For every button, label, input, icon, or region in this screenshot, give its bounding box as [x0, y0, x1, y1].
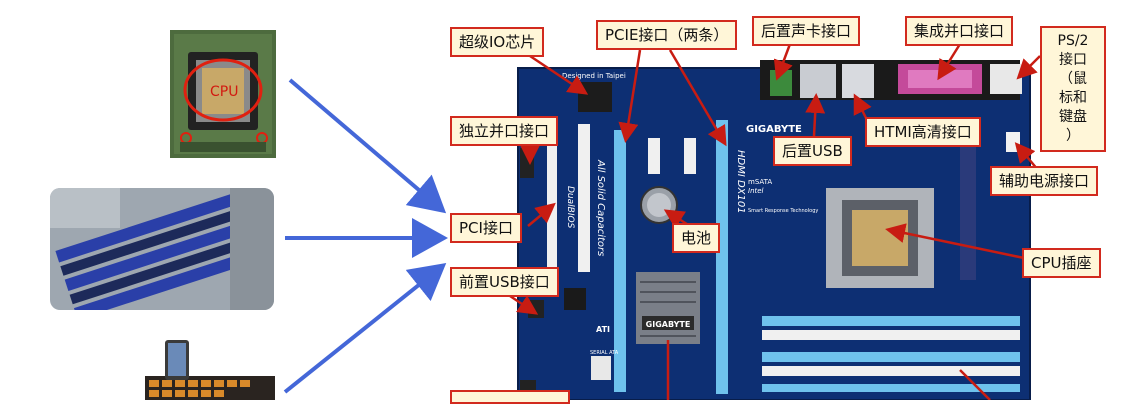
ptr-pcie-a	[668, 49, 727, 147]
aux-power-connector	[1006, 132, 1020, 152]
label-ps2: PS/2 接口 （鼠 标和 键盘 ）	[1040, 26, 1106, 152]
silk-designed: Designed in Taipei	[562, 72, 626, 80]
pci-slot-2	[547, 128, 557, 272]
dimm-1	[762, 316, 1020, 326]
arrow-keyboard	[283, 263, 447, 394]
silk-dualbios: DualBIOS	[565, 186, 575, 229]
pcie-slot-1	[614, 130, 626, 392]
pcie-x1-slot-1	[648, 138, 660, 174]
ptr-pci	[527, 202, 556, 227]
ptr-cpu-socket	[885, 223, 1025, 260]
label-aux-power: 辅助电源接口	[990, 166, 1099, 196]
chip-brand: GIGABYTE	[646, 320, 691, 329]
ps2-port	[990, 64, 1022, 94]
dimm-2	[762, 330, 1020, 340]
pci-slot-1	[578, 124, 590, 272]
chipset-heatsink	[636, 272, 700, 344]
label-rear-audio: 后置声卡接口	[752, 16, 861, 46]
silk-brand: GIGABYTE	[746, 124, 802, 135]
dimm-4	[762, 366, 1020, 376]
ptr-ps2	[1016, 55, 1041, 80]
label-cpu-socket: CPU插座	[1022, 248, 1101, 278]
label-hdmi: HTMI高清接口	[865, 117, 981, 147]
label-superio: 超级IO芯片	[450, 27, 545, 57]
ptr-rear-usb	[805, 93, 826, 137]
label-integrated-parallel: 集成并口接口	[905, 16, 1014, 46]
label-front-usb: 前置USB接口	[450, 267, 559, 297]
hdmi-port-block	[842, 64, 874, 98]
cpu-thumb-text: CPU	[210, 84, 238, 100]
silk-intel: Intel	[748, 187, 764, 195]
label-pcie: PCIE接口（两条）	[596, 20, 738, 50]
parallel-header	[520, 148, 534, 178]
superio-chip	[578, 82, 612, 112]
silk-ati: ATI	[596, 325, 610, 334]
label-independent-parallel: 独立并口接口	[450, 116, 559, 146]
keyboard-thumbnail	[135, 338, 275, 400]
silk-hdmi: HDMI DX101	[735, 150, 746, 214]
silk-msata: mSATA	[748, 178, 772, 186]
label-rear-usb: 后置USB	[773, 136, 852, 166]
ptr-superio	[529, 54, 589, 95]
ptr-bottom-right	[959, 369, 991, 400]
rear-usb-ports	[800, 64, 836, 98]
ptr-audio	[773, 43, 793, 81]
dimm-3	[762, 352, 1020, 362]
memory-thumbnail	[50, 188, 274, 310]
label-bottom-partial	[450, 390, 570, 404]
pcie-x1-slot-2	[684, 138, 696, 174]
cpu-thumbnail: CPU	[170, 30, 276, 158]
arrow-cpu	[288, 78, 447, 214]
audio-jacks	[770, 70, 792, 96]
label-pci: PCI接口	[450, 213, 522, 243]
silk-srt: Smart Response Technology	[748, 208, 818, 214]
silk-serial: SERIAL ATA	[590, 350, 619, 356]
ptr-integrated-parallel	[937, 43, 962, 81]
ptr-pcie-b	[618, 49, 642, 143]
ptr-front-usb	[509, 294, 539, 315]
pcie-slot-2	[716, 120, 728, 394]
label-battery: 电池	[672, 223, 721, 253]
silk-allsolid: All Solid Capacitors	[595, 159, 606, 256]
